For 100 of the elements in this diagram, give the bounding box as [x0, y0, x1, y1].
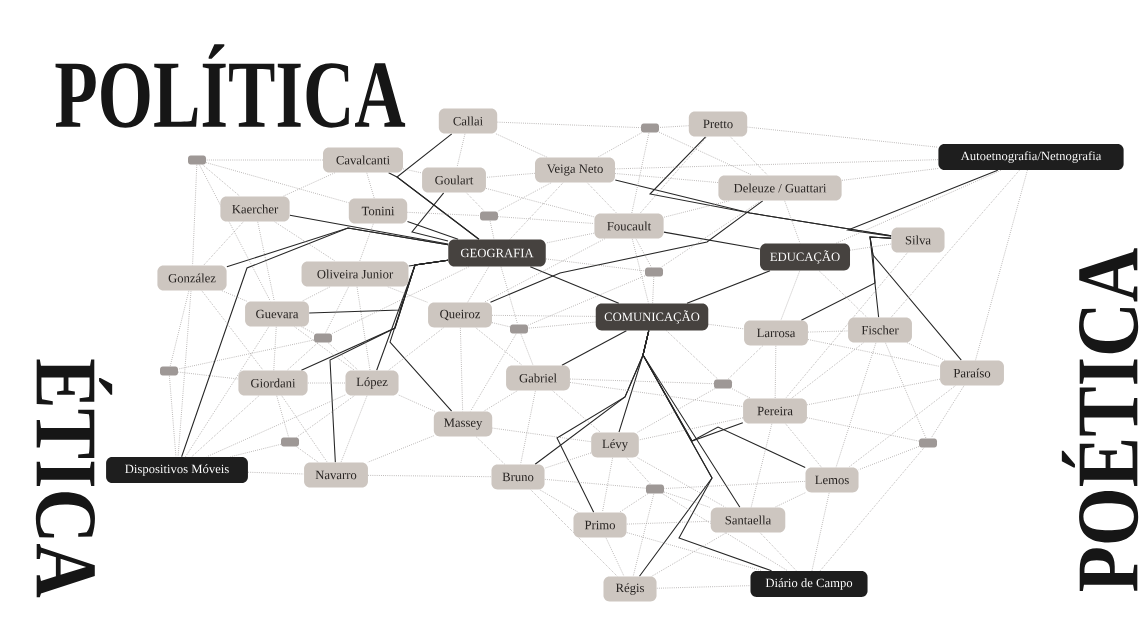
author-box: González [157, 265, 227, 291]
dotted-line [402, 168, 423, 174]
dotted-line [747, 126, 939, 148]
connector-line [289, 214, 449, 245]
dotted-line [276, 395, 290, 438]
dotted-line [774, 345, 777, 399]
dotted-line [294, 326, 355, 371]
author-box: Guevara [245, 301, 309, 327]
author-box: Lemos [805, 467, 859, 493]
dotted-line [459, 327, 464, 412]
author-box: Régis [603, 576, 657, 602]
junction-box [160, 366, 178, 376]
dotted-line [199, 164, 271, 302]
junction-box [641, 123, 659, 133]
dotted-line [663, 491, 711, 508]
dotted-line [340, 395, 368, 463]
dotted-line [626, 532, 763, 572]
dotted-line [497, 216, 595, 224]
dotted-line [201, 290, 264, 371]
dotted-line [663, 200, 730, 218]
topic-box: EDUCAÇÃO [760, 243, 850, 271]
dotted-line [257, 221, 275, 302]
dotted-line [858, 446, 920, 471]
dotted-line [631, 132, 650, 214]
dotted-line [177, 290, 192, 458]
dotted-line [658, 131, 753, 176]
dotted-line [626, 457, 652, 485]
connector-line [845, 169, 999, 237]
dotted-line [282, 172, 336, 197]
dotted-line [398, 394, 435, 412]
dotted-line [545, 232, 595, 244]
dotted-line [177, 339, 315, 370]
dotted-line [890, 169, 1020, 318]
author-box: Pretto [688, 111, 748, 137]
dotted-line [467, 266, 490, 303]
dotted-line [552, 390, 601, 433]
dotted-line [325, 286, 349, 334]
dotted-line [806, 378, 941, 406]
dotted-line [666, 330, 719, 380]
dotted-line [619, 493, 649, 513]
dotted-line [527, 321, 596, 329]
method-box: Autoetnografia/Netnografia [938, 144, 1124, 170]
dotted-line [638, 417, 744, 441]
dotted-line [663, 480, 806, 489]
dotted-line [475, 327, 523, 366]
dotted-line [818, 270, 868, 318]
dotted-line [359, 223, 374, 262]
dotted-line [907, 342, 946, 361]
dotted-line [286, 342, 319, 371]
author-box: Veiga Neto [535, 157, 615, 183]
dotted-line [281, 395, 328, 463]
dotted-line [485, 172, 536, 178]
dotted-line [539, 489, 579, 513]
author-box: Queiroz [428, 302, 492, 328]
connector-line [686, 270, 771, 304]
dotted-line [545, 258, 646, 272]
dotted-line [637, 388, 715, 433]
dotted-line [192, 164, 198, 266]
dotted-line [520, 333, 534, 366]
dotted-line [569, 378, 715, 385]
author-box: Massey [433, 411, 493, 437]
dotted-line [841, 168, 939, 181]
dotted-line [495, 133, 548, 158]
junction-box [314, 333, 332, 343]
dotted-line [492, 427, 592, 443]
author-box: Lévy [591, 432, 639, 458]
dotted-line [356, 286, 371, 371]
connector-line [396, 133, 480, 240]
dotted-line [327, 342, 359, 371]
junction-box [714, 379, 732, 389]
side-heading: POÉTICA [1061, 248, 1139, 592]
author-box: Foucault [594, 213, 664, 239]
connector-line [800, 236, 892, 321]
author-box: Primo [573, 512, 627, 538]
dotted-line [806, 417, 920, 442]
author-box: Fischer [848, 317, 912, 343]
connector-line [642, 330, 806, 469]
dotted-line [656, 585, 751, 589]
dotted-line [367, 474, 492, 478]
dotted-line [169, 290, 190, 367]
author-box: Paraíso [940, 360, 1004, 386]
junction-box [646, 484, 664, 494]
dotted-line [491, 314, 596, 317]
dotted-line [652, 276, 655, 304]
connector-line [181, 227, 449, 458]
dotted-line [331, 266, 470, 334]
author-box: Bruno [491, 464, 545, 490]
dotted-line [785, 423, 822, 468]
dotted-line [544, 478, 647, 489]
author-box: Larrosa [744, 320, 808, 346]
title-heading: POLÍTICA [55, 44, 406, 128]
topic-box: GEOGRAFIA [448, 239, 546, 267]
dotted-line [497, 182, 552, 212]
author-box: López [345, 370, 399, 396]
dotted-line [885, 342, 927, 439]
junction-box [188, 155, 206, 165]
dotted-line [169, 375, 177, 458]
dotted-line [586, 182, 618, 214]
author-box: Oliveira Junior [301, 261, 409, 287]
topic-box: COMUNICAÇÃO [595, 303, 709, 331]
